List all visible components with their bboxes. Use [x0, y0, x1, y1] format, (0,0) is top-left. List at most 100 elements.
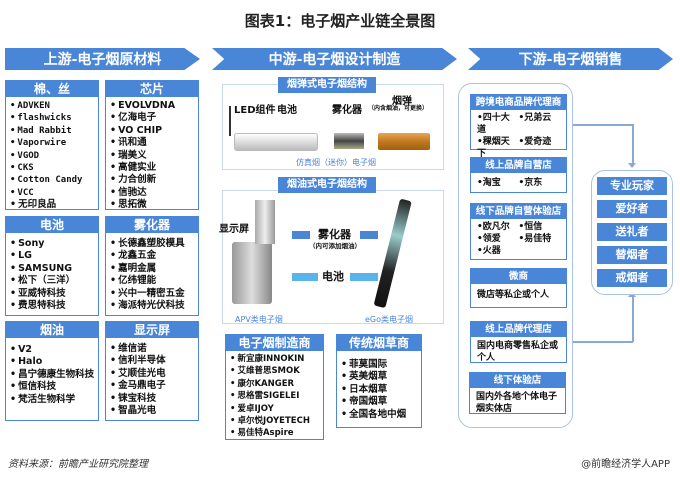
cigarette-battery-image: [234, 133, 318, 151]
connector-line: [632, 124, 634, 166]
arrow-down-icon: [628, 163, 636, 168]
box-title: 传统烟草商: [337, 335, 421, 351]
consumer-substitute-smoker: 替烟者: [597, 246, 667, 264]
list-item: 卓尔悦JOYETECH: [230, 415, 319, 427]
list-item: 维信诺: [110, 343, 194, 355]
box-title: 线上品牌代理店: [471, 322, 566, 337]
atomizer-label: 雾化器: [318, 228, 351, 241]
list-item: 亿海电子: [110, 112, 194, 124]
chip-list: EVOLVDNA 亿海电子 VO CHIP 讯和通 瑞美义 高健实业 力合创新 …: [106, 97, 198, 215]
list-item: 领爱: [477, 233, 519, 245]
arrow-right-icon: [350, 273, 378, 281]
list-item: 铼宝科技: [110, 393, 194, 405]
list-item: 长德鑫塑胶模具: [110, 238, 194, 250]
list-item: 恒信: [519, 221, 561, 233]
offline-own-list: 欧凡尔 恒信 领爱 易佳特 火器: [471, 219, 566, 259]
consumer-quitter: 戒烟者: [597, 269, 667, 287]
list-item: 讯和通: [110, 137, 194, 149]
battery-label: 电池: [322, 270, 344, 283]
box-title: 雾化器: [106, 217, 198, 233]
battery-box: 电池 Sony LG SAMSUNG 松下（三洋） 亚威特科技 费思特科技: [5, 216, 99, 316]
list-item: VO CHIP: [110, 125, 194, 137]
cartridge-structure-title: 烟弹式电子烟结构: [278, 77, 376, 93]
box-title: 显示屏: [106, 322, 198, 338]
list-item: Cotton Candy: [10, 174, 94, 186]
box-title: 线下体验店: [470, 373, 565, 388]
list-item: 京东: [519, 177, 561, 189]
display-box: 显示屏 维信诺 信利半导体 艾顺佳光电 金马鼎电子 铼宝科技 智晶光电: [105, 321, 199, 421]
consumer-pro-player: 专业玩家: [597, 177, 667, 195]
connector-line: [573, 341, 633, 343]
list-item: Vaporwire: [10, 137, 94, 149]
cotton-list: ADVKEN flashwicks Mad Rabbit Vaporwire V…: [6, 97, 98, 215]
led-pointer-line: [229, 106, 231, 136]
list-item: LG: [10, 250, 94, 262]
list-item: Sony: [10, 238, 94, 250]
list-item: flashwicks: [10, 112, 94, 124]
list-item: 新宜康INNOKIN: [230, 353, 319, 365]
list-item: 艾维普思SMOK: [230, 365, 319, 377]
list-item: 费思特科技: [10, 300, 94, 312]
box-title: 烟油: [6, 322, 98, 338]
list-item: 海派特光伏科技: [110, 300, 194, 312]
list-item: 无印良品: [10, 199, 94, 211]
list-item: 力合创新: [110, 174, 194, 186]
atomizer-list: 长德鑫塑胶模具 龙鑫五金 嘉明金属 亿纬锂能 兴中一精密五金 海派特光伏科技: [106, 233, 198, 315]
box-title: 线下品牌自营体验店: [471, 204, 566, 219]
apv-tank-image: [255, 200, 275, 244]
list-item: 菲莫国际: [341, 359, 417, 371]
list-item: 日本烟草: [341, 384, 417, 396]
list-item: 易佳特Aspire: [230, 427, 319, 439]
list-item: VGOD: [10, 150, 94, 162]
battery-list: Sony LG SAMSUNG 松下（三洋） 亚威特科技 费思特科技: [6, 233, 98, 315]
eliquid-list: V2 Halo 昌宁德康生物科技 恒信科技 梵活生物科学: [6, 338, 98, 409]
list-item: 信利半导体: [110, 355, 194, 367]
chip-box: 芯片 EVOLVDNA 亿海电子 VO CHIP 讯和通 瑞美义 高健实业 力合…: [105, 80, 199, 210]
cigarette-atomizer-image: [334, 133, 364, 149]
tobacco-box: 传统烟草商 菲莫国际 英美烟草 日本烟草 帝国烟草 全国各地中烟: [336, 334, 422, 428]
list-item: 瑞美义: [110, 150, 194, 162]
box-title: 电池: [6, 217, 98, 233]
cartridge-structure-panel: [222, 84, 444, 170]
list-item: 嘉明金属: [110, 263, 194, 275]
online-agent-box: 线上品牌代理店 国内电商零售私企或个人: [470, 321, 567, 363]
tobacco-list: 菲莫国际 英美烟草 日本烟草 帝国烟草 全国各地中烟: [337, 351, 421, 424]
list-item: 火器: [477, 245, 519, 257]
list-item: 欧凡尔: [477, 221, 519, 233]
list-item: 兴中一精密五金: [110, 288, 194, 300]
stage-downstream: 下游-电子烟销售: [468, 48, 673, 70]
display-list: 维信诺 信利半导体 艾顺佳光电 金马鼎电子 铼宝科技 智晶光电: [106, 338, 198, 420]
list-item: 淘宝: [477, 177, 519, 189]
online-agent-text: 国内电商零售私企或个人: [477, 341, 559, 363]
list-item: CKS: [10, 162, 94, 174]
arrow-left-icon: [292, 231, 310, 239]
connector-line: [573, 124, 633, 126]
wechat-box: 微商 微店等私企或个人: [470, 268, 567, 308]
source-note: 资料来源：前瞻产业研究院整理: [8, 459, 148, 470]
list-item: Mad Rabbit: [10, 125, 94, 137]
list-item: 信驰达: [110, 187, 194, 199]
box-title: 线上品牌自营店: [471, 158, 566, 173]
cartridge-label: 烟弹: [392, 96, 412, 107]
manufacturers-list: 新宜康INNOKIN 艾维普思SMOK 康尔KANGER 思格雷SIGELEI …: [226, 351, 323, 443]
list-item: 昌宁德康生物科技: [10, 369, 94, 381]
list-item: 思拓微: [110, 199, 194, 211]
offline-exp-text: 国内外各地个体电子烟实体店: [476, 392, 558, 414]
eliquid-structure-title: 烟油式电子烟结构: [278, 177, 376, 193]
list-item: 龙鑫五金: [110, 250, 194, 262]
atomizer-label: 雾化器: [332, 105, 362, 116]
list-item: 智晶光电: [110, 405, 194, 417]
list-item: SAMSUNG: [10, 263, 94, 275]
box-title: 棉、丝: [6, 81, 98, 97]
list-item: 稞烟天下: [477, 136, 519, 160]
consumer-gift-giver: 送礼者: [597, 223, 667, 241]
list-item: 金马鼎电子: [110, 380, 194, 392]
stage-upstream: 上游-电子烟原材料: [5, 48, 200, 70]
atomizer-box: 雾化器 长德鑫塑胶模具 龙鑫五金 嘉明金属 亿纬锂能 兴中一精密五金 海派特光伏…: [105, 216, 199, 316]
list-item: 爱奇迹: [519, 136, 561, 160]
brand-credit: @前瞻经济学人APP: [581, 459, 670, 470]
cartridge-note: （内含烟油，可更换）: [368, 105, 429, 112]
list-item: VCC: [10, 187, 94, 199]
display-label: 显示屏: [219, 224, 249, 235]
list-item: 易佳特: [519, 233, 561, 245]
